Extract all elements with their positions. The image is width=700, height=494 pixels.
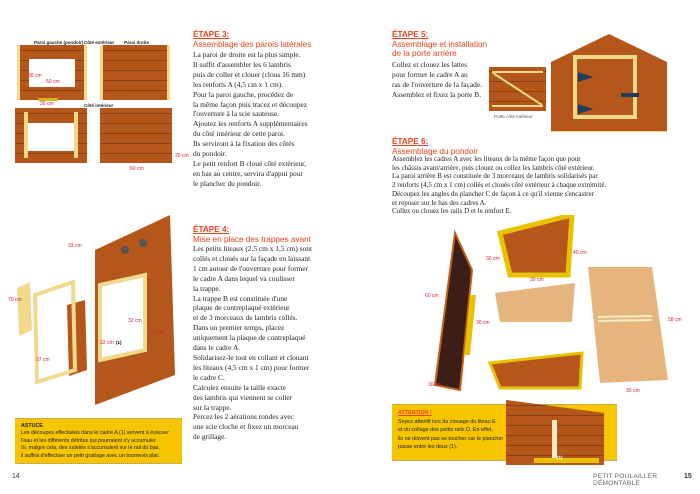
step6-text: Assemblez les cadres A avec les liteaux … (392, 155, 607, 216)
page-number-right: 15 (684, 473, 692, 480)
dim: 58 cm (668, 317, 682, 323)
label-inner-side: Côté intérieur (84, 103, 114, 108)
right-wall-outer-panel (100, 45, 170, 100)
label-outer-side: Côté extérieur (84, 40, 115, 45)
step4-heading: ÉTAPE 4: Mise en place des trappes avant (193, 225, 311, 244)
reinforcement-b (38, 98, 58, 101)
dim: 30 cm (626, 388, 640, 394)
tip-text: Les découpes effectuées dans le cadre A … (21, 430, 170, 459)
nest-box-diagram (433, 215, 668, 392)
step5-text: Collez et clouez les lattes pour former … (392, 60, 482, 99)
tip-title: ASTUCE (21, 423, 43, 429)
dim: 60 cm (130, 166, 144, 172)
dim: 30 cm (530, 277, 544, 283)
step5-number: ÉTAPE 5: (392, 30, 429, 39)
rail-d (597, 315, 653, 318)
trap-b (67, 300, 87, 376)
dim: 30 cm (486, 256, 500, 262)
hinge-icon (578, 72, 593, 82)
panel (495, 283, 575, 322)
step4-text: Les petits liteaux (2,5 cm x 1,5 cm) son… (193, 244, 313, 442)
rear-wall-b (433, 229, 474, 392)
dim: 20 cm (175, 153, 189, 159)
label-1: (1) (557, 455, 563, 460)
warning-box: ATTENTION ! Soyez attentif lors du cloua… (392, 404, 617, 461)
rear-facade-with-door (551, 34, 667, 132)
running-title: PETIT POULAILLER DÉMONTABLE (593, 473, 658, 487)
dim: 50 cm (46, 79, 60, 85)
step6-number: ÉTAPE 6: (392, 137, 429, 146)
dim: 30 cm (428, 382, 442, 388)
latch-icon (621, 93, 639, 97)
side-frame-a (487, 351, 584, 390)
dim: 30 cm (28, 73, 42, 79)
label-right-wall: Paroi droite (124, 40, 150, 45)
warning-title: ATTENTION ! (398, 410, 432, 416)
dim: 70 cm (8, 297, 22, 303)
rail-d (597, 319, 653, 322)
step6-heading: ÉTAPE 6: Assemblage du pondoir (392, 137, 478, 156)
nest-opening (29, 59, 75, 87)
step6-title: Assemblage du pondoir (392, 146, 479, 156)
step3-title: Assemblage des parois latérales (193, 39, 312, 49)
front-trap-diagram (17, 215, 175, 405)
hinge-icon (578, 104, 593, 114)
batten (17, 282, 32, 336)
dim: 40 cm (573, 250, 587, 256)
dim: 37 cm (36, 357, 50, 363)
left-wall-outer-panel (17, 45, 87, 100)
frame-c (32, 279, 78, 385)
dim: 32 cm (100, 340, 114, 346)
side-frame-a (496, 215, 575, 278)
trap-opening-frame-a (98, 272, 147, 363)
label-1: (1) (116, 340, 122, 345)
door-inner-side (489, 67, 546, 111)
door-caption: Porte côté intérieur (494, 114, 533, 119)
page-number-left: 14 (12, 473, 20, 480)
right-wall-inner-panel (100, 108, 172, 163)
step4-title: Mise en place des trappes avant (193, 234, 311, 244)
step3-text: La paroi de droite est la plus simple. I… (193, 50, 308, 188)
tip-box: ASTUCE Les découpes effectuées dans le c… (15, 418, 182, 464)
dim: 32 cm (128, 318, 142, 324)
dim: 60 cm (425, 293, 439, 299)
ventilation-hole (121, 246, 129, 254)
dim: 30 cm (476, 320, 490, 326)
rail-d (552, 420, 557, 458)
step5-heading: ÉTAPE 5: Assemblage et installation de l… (392, 30, 487, 59)
step3-heading: ÉTAPE 3: Assemblage des parois latérales (193, 30, 311, 49)
ventilation-hole (139, 239, 147, 247)
left-wall-inner-panel (15, 108, 87, 163)
step3-number: ÉTAPE 3: (193, 30, 230, 39)
reinforcement-e (464, 295, 476, 355)
step5-title: Assemblage et installation de la porte a… (392, 39, 488, 59)
label-left-wall: Paroi gauche (pondoir) (34, 40, 84, 45)
dim: 30 cm (40, 101, 54, 107)
reinforcement-e (534, 458, 599, 463)
step4-number: ÉTAPE 4: (193, 225, 230, 234)
dim: 33 cm (68, 243, 82, 249)
floor-c (588, 267, 668, 383)
dim: 37 cm (150, 330, 164, 336)
warning-text: Soyez attentif lors du clouage du liteau… (398, 418, 504, 451)
rear-wall-detail (506, 400, 604, 465)
